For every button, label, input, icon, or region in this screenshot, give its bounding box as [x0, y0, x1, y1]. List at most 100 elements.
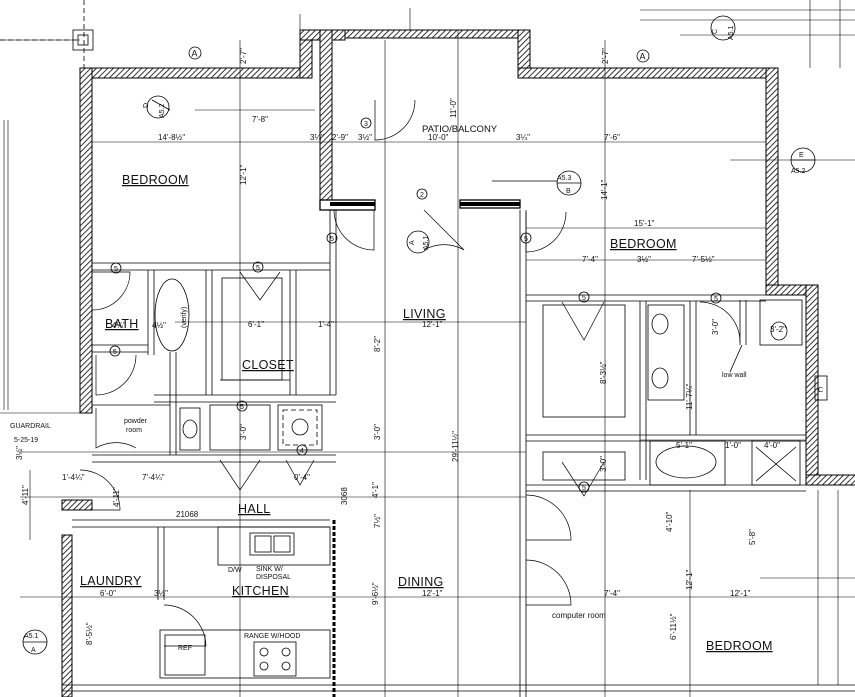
room-bedroom-ne: BEDROOM	[610, 237, 677, 251]
ref-label: REF	[178, 645, 192, 652]
door-tag-3: 5	[252, 261, 264, 273]
svg-text:5: 5	[114, 266, 118, 273]
svg-text:3¼": 3¼"	[310, 133, 324, 142]
svg-text:7'-4": 7'-4"	[582, 255, 598, 264]
svg-text:C: C	[818, 387, 823, 394]
svg-text:5: 5	[582, 295, 586, 302]
svg-text:3½": 3½"	[358, 133, 372, 142]
verify-label: (verify)	[181, 307, 188, 328]
svg-text:3½": 3½"	[15, 446, 24, 460]
section-markers: D A5.2 A A5.1 A5.3 B E A5.2 C A5.1	[22, 15, 816, 655]
room-labels: BEDROOM BEDROOM BEDROOM LIVING DINING KI…	[80, 124, 773, 653]
svg-text:7'-8": 7'-8"	[252, 115, 268, 124]
grid-bubble-a-right: A	[636, 49, 650, 63]
powder-room-label-1: powder	[124, 418, 148, 425]
svg-text:4½": 4½"	[152, 321, 166, 330]
svg-text:2'-7": 2'-7"	[239, 48, 248, 64]
svg-text:C: C	[712, 29, 719, 34]
svg-text:A5.3: A5.3	[557, 175, 572, 182]
svg-text:B: B	[566, 188, 571, 195]
room-bath: BATH	[105, 317, 139, 331]
dw-label: D/W	[228, 567, 242, 574]
grid-bubble-a-left: A	[188, 46, 202, 60]
svg-text:6'-1": 6'-1"	[248, 320, 264, 329]
door-code-label: 21068	[176, 510, 199, 519]
section-tag-a-a51-left: A5.1 A	[22, 629, 48, 655]
svg-text:A5.2: A5.2	[159, 103, 166, 118]
svg-text:14'-8½": 14'-8½"	[158, 133, 185, 142]
room-living: LIVING	[403, 307, 446, 321]
section-tag-e-a52: E A5.2	[790, 147, 816, 175]
svg-text:10'-0": 10'-0"	[428, 133, 449, 142]
svg-text:3'-0": 3'-0"	[711, 319, 720, 335]
svg-text:9'-6½": 9'-6½"	[371, 582, 380, 605]
svg-text:A: A	[192, 49, 198, 59]
svg-text:4'-11": 4'-11"	[21, 485, 30, 505]
range-label: RANGE W/HOOD	[244, 633, 300, 640]
room-closet: CLOSET	[242, 358, 294, 372]
svg-text:5: 5	[714, 296, 718, 303]
window-tag-3: 3	[360, 117, 372, 129]
sink-label-2: DISPOSAL	[256, 574, 291, 581]
svg-text:12'-1": 12'-1"	[685, 569, 694, 590]
guardrail-label: GUARDRAIL	[10, 423, 51, 430]
svg-text:5: 5	[256, 265, 260, 272]
svg-text:2'-7": 2'-7"	[601, 48, 610, 64]
door-tag-8: 5	[710, 292, 722, 304]
svg-text:8'-2": 8'-2"	[373, 336, 382, 352]
svg-text:5: 5	[330, 236, 334, 243]
window-tag-2: 2	[416, 188, 428, 200]
svg-text:12'-1": 12'-1"	[239, 164, 248, 185]
svg-text:7'-5½": 7'-5½"	[692, 255, 715, 264]
grid-dashed-line	[0, 0, 94, 68]
svg-text:A5.1: A5.1	[728, 25, 735, 40]
svg-text:2'-9": 2'-9"	[332, 133, 348, 142]
window-tag-4: 4	[296, 444, 308, 456]
svg-text:8'-5½": 8'-5½"	[85, 622, 94, 645]
room-hall: HALL	[238, 502, 270, 516]
svg-text:5: 5	[524, 236, 528, 243]
svg-text:12'-1": 12'-1"	[730, 589, 751, 598]
powder-room-label-2: room	[126, 427, 142, 434]
svg-text:6'-11½": 6'-11½"	[669, 613, 678, 640]
door-tag-4: 5	[109, 345, 121, 357]
svg-text:3½": 3½"	[154, 589, 168, 598]
room-laundry: LAUNDRY	[80, 574, 142, 588]
door-code-vertical: 3068	[340, 487, 349, 505]
room-dining: DINING	[398, 575, 444, 589]
svg-text:1'-4¼": 1'-4¼"	[62, 473, 85, 482]
svg-text:5: 5	[582, 485, 586, 492]
door-tag-7: 5	[578, 291, 590, 303]
door-tag-5: 5	[236, 400, 248, 412]
svg-text:1'-0": 1'-0"	[725, 441, 741, 450]
svg-text:0'-4": 0'-4"	[294, 473, 310, 482]
svg-text:3'-0": 3'-0"	[373, 424, 382, 440]
room-patio: PATIO/BALCONY	[422, 124, 498, 135]
section-tag-c-a51: C A5.1	[710, 15, 736, 41]
svg-text:4'-0": 4'-0"	[764, 441, 780, 450]
svg-text:11'-7¼": 11'-7¼"	[685, 383, 694, 410]
svg-text:3'-2": 3'-2"	[770, 325, 786, 334]
svg-text:3½": 3½"	[637, 255, 651, 264]
svg-text:A5.2: A5.2	[791, 168, 806, 175]
svg-text:5: 5	[240, 404, 244, 411]
svg-text:A5.1: A5.1	[423, 235, 430, 250]
svg-text:7'-6": 7'-6"	[604, 133, 620, 142]
low-wall-label: low wall	[722, 372, 747, 379]
svg-text:3'-0": 3'-0"	[599, 456, 608, 472]
room-bedroom-se: BEDROOM	[706, 639, 773, 653]
sink-label-1: SINK W/	[256, 566, 283, 573]
svg-text:4: 4	[300, 448, 304, 455]
tag-markers: A A 3 2 4 C 5 5 5 5 5 5 5 5 5	[109, 46, 828, 493]
svg-text:3¼": 3¼"	[516, 133, 530, 142]
door-tag-9: 5	[578, 481, 590, 493]
svg-text:12'-1": 12'-1"	[422, 589, 443, 598]
section-tag-b-a53: A5.3 B	[492, 170, 582, 196]
svg-text:6'-0": 6'-0"	[100, 589, 116, 598]
svg-text:D: D	[143, 103, 150, 108]
section-tag-d-a52: D A5.2	[143, 95, 171, 119]
svg-text:2: 2	[420, 192, 424, 199]
dimension-text: 2'-7" 2'-7" 7'-8" 14'-8½" 3¼" 2'-9" 3½" …	[15, 48, 786, 645]
